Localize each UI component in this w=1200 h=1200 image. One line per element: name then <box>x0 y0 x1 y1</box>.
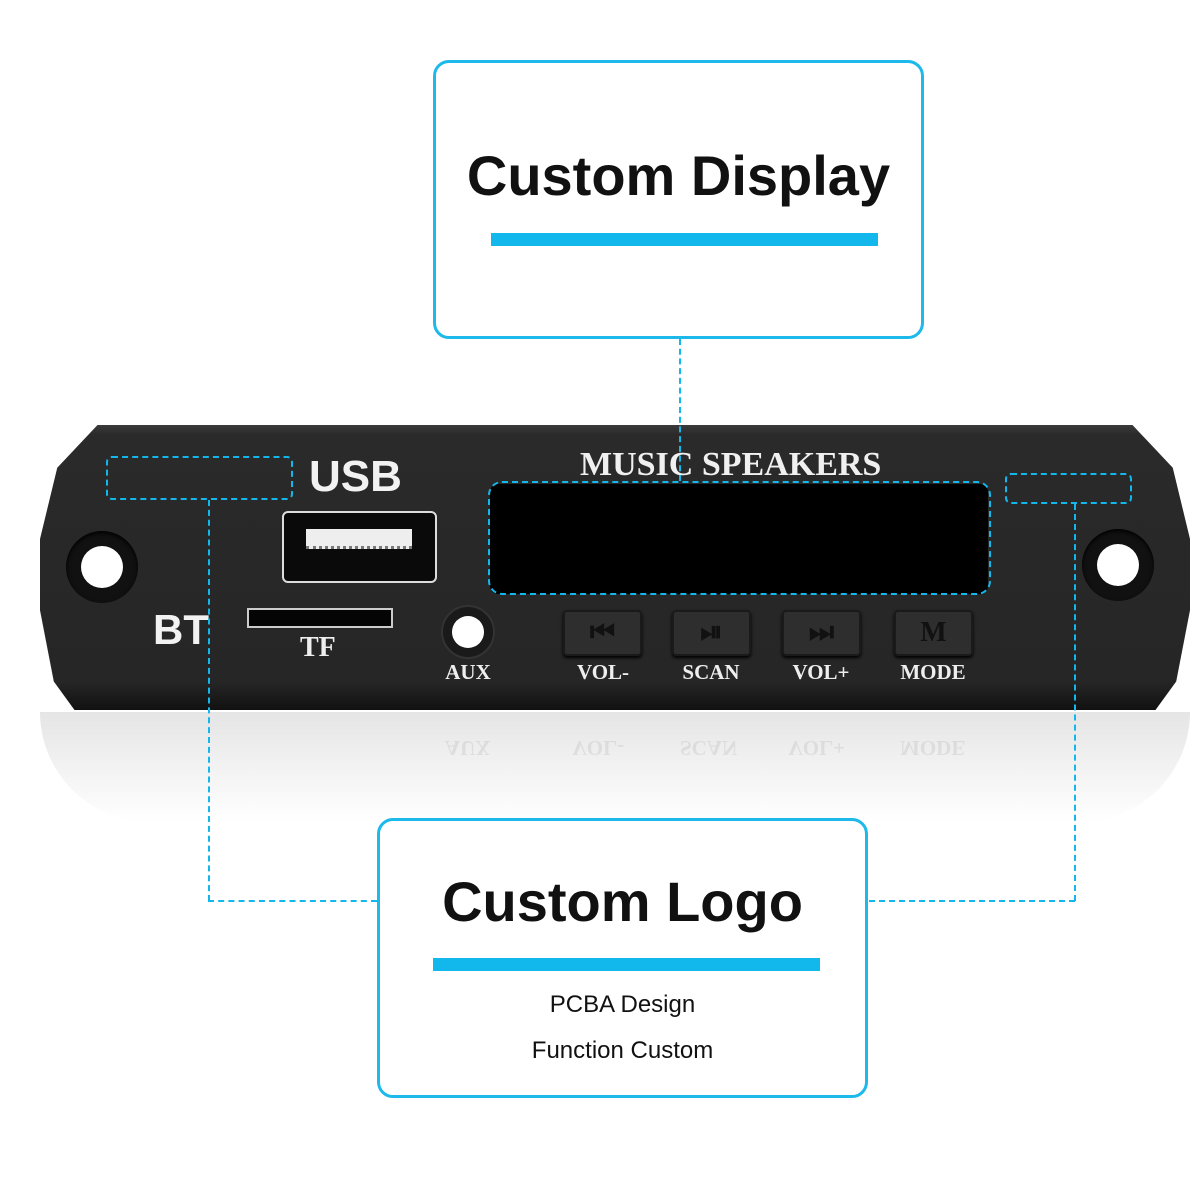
function-custom-text: Function Custom <box>531 1037 714 1064</box>
custom-display-card: Custom Display <box>433 60 924 339</box>
tf-card-slot[interactable] <box>247 608 393 628</box>
reflection-scan: SCAN <box>680 736 738 760</box>
custom-display-title: Custom Display <box>466 144 891 207</box>
vol-minus-button[interactable]: ⏮ <box>563 610 642 656</box>
connector-left-horizontal <box>208 900 377 902</box>
accent-bar <box>491 233 878 246</box>
display-custom-area <box>488 481 991 595</box>
mount-hole-left <box>66 531 138 603</box>
mode-label: MODE <box>900 660 966 684</box>
next-icon: ⏭ <box>808 617 835 648</box>
usb-port[interactable] <box>282 511 437 583</box>
panel-reflection <box>40 712 1190 822</box>
mode-button[interactable]: M <box>894 610 973 656</box>
connector-display <box>679 339 681 481</box>
mount-hole-right <box>1082 529 1154 601</box>
reflection-mode: MODE <box>900 736 966 760</box>
usb-label: USB <box>309 452 402 501</box>
custom-logo-title: Custom Logo <box>442 870 803 933</box>
logo-area-left <box>106 456 293 500</box>
vol-plus-button[interactable]: ⏭ <box>782 610 861 656</box>
scan-label: SCAN <box>682 660 740 684</box>
pcba-design-text: PCBA Design <box>549 991 696 1018</box>
connector-left-vertical <box>208 500 210 901</box>
scan-button[interactable]: ⏯ <box>672 610 751 656</box>
reflection-vol-minus: VOL- <box>572 736 625 760</box>
reflection-vol-plus: VOL+ <box>788 736 846 760</box>
vol-minus-label: VOL- <box>576 660 630 684</box>
logo-area-right <box>1005 473 1132 504</box>
brand-label: MUSIC SPEAKERS <box>580 446 882 483</box>
bt-label: BT <box>153 606 209 653</box>
aux-jack[interactable] <box>441 605 495 659</box>
accent-bar <box>433 958 820 971</box>
tf-label: TF <box>300 632 336 663</box>
custom-logo-card: Custom Logo PCBA Design Function Custom <box>377 818 868 1098</box>
lcd-display <box>490 484 988 594</box>
reflection-aux: AUX <box>445 736 491 760</box>
usb-port-tongue <box>306 529 412 549</box>
vol-plus-label: VOL+ <box>792 660 850 684</box>
aux-label: AUX <box>445 660 491 684</box>
connector-right-horizontal <box>869 900 1075 902</box>
play-pause-icon: ⏯ <box>700 617 723 648</box>
connector-right-vertical <box>1074 504 1076 901</box>
mode-icon: M <box>920 617 947 648</box>
previous-icon: ⏮ <box>589 617 616 648</box>
